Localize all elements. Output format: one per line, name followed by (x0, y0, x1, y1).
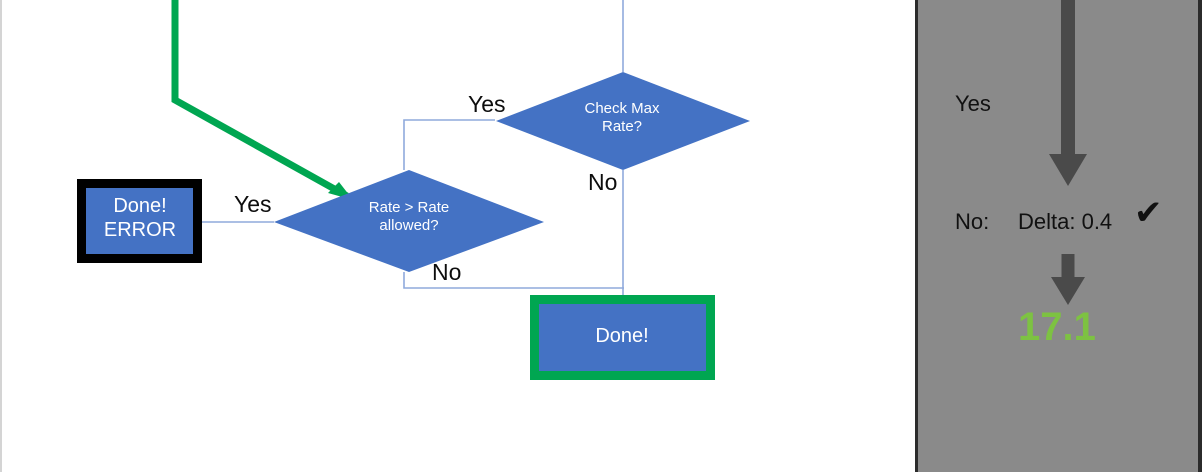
green-highlight-path (171, 0, 349, 200)
flowchart-graphics: Yes --> down into Rate>Rate top --> No -… (77, 0, 750, 380)
annotation-panel: Yes No: Delta: 0.4 ✔ 17.1 (915, 0, 1202, 472)
panel-arrow-short-head (1051, 277, 1085, 305)
edge-label-check-max-no: No (588, 169, 618, 195)
flowchart-slide: Yes --> down into Rate>Rate top --> No -… (0, 0, 750, 472)
edge-label-rate-yes: Yes (234, 191, 272, 217)
panel-delta-label: Delta: 0.4 (1018, 209, 1113, 234)
panel-graphics (1049, 0, 1087, 305)
node-rate-gt-rate-allowed-shape (274, 170, 544, 272)
node-check-max-rate-shape (496, 72, 750, 170)
panel-no-label: No: (955, 209, 990, 234)
panel-yes-label: Yes (955, 91, 991, 116)
edge-label-check-max-yes: Yes (468, 91, 506, 117)
node-done-error-shape (86, 188, 193, 254)
panel-arrow-long-head (1049, 154, 1087, 186)
edge-label-rate-no: No (432, 259, 462, 285)
node-done-shape (539, 304, 706, 371)
connector-check-max-yes (403, 119, 495, 170)
panel-result-value: 17.1 (1018, 305, 1096, 349)
connector-rate-no (403, 272, 624, 289)
check-mark-icon: ✔ (1134, 194, 1163, 232)
